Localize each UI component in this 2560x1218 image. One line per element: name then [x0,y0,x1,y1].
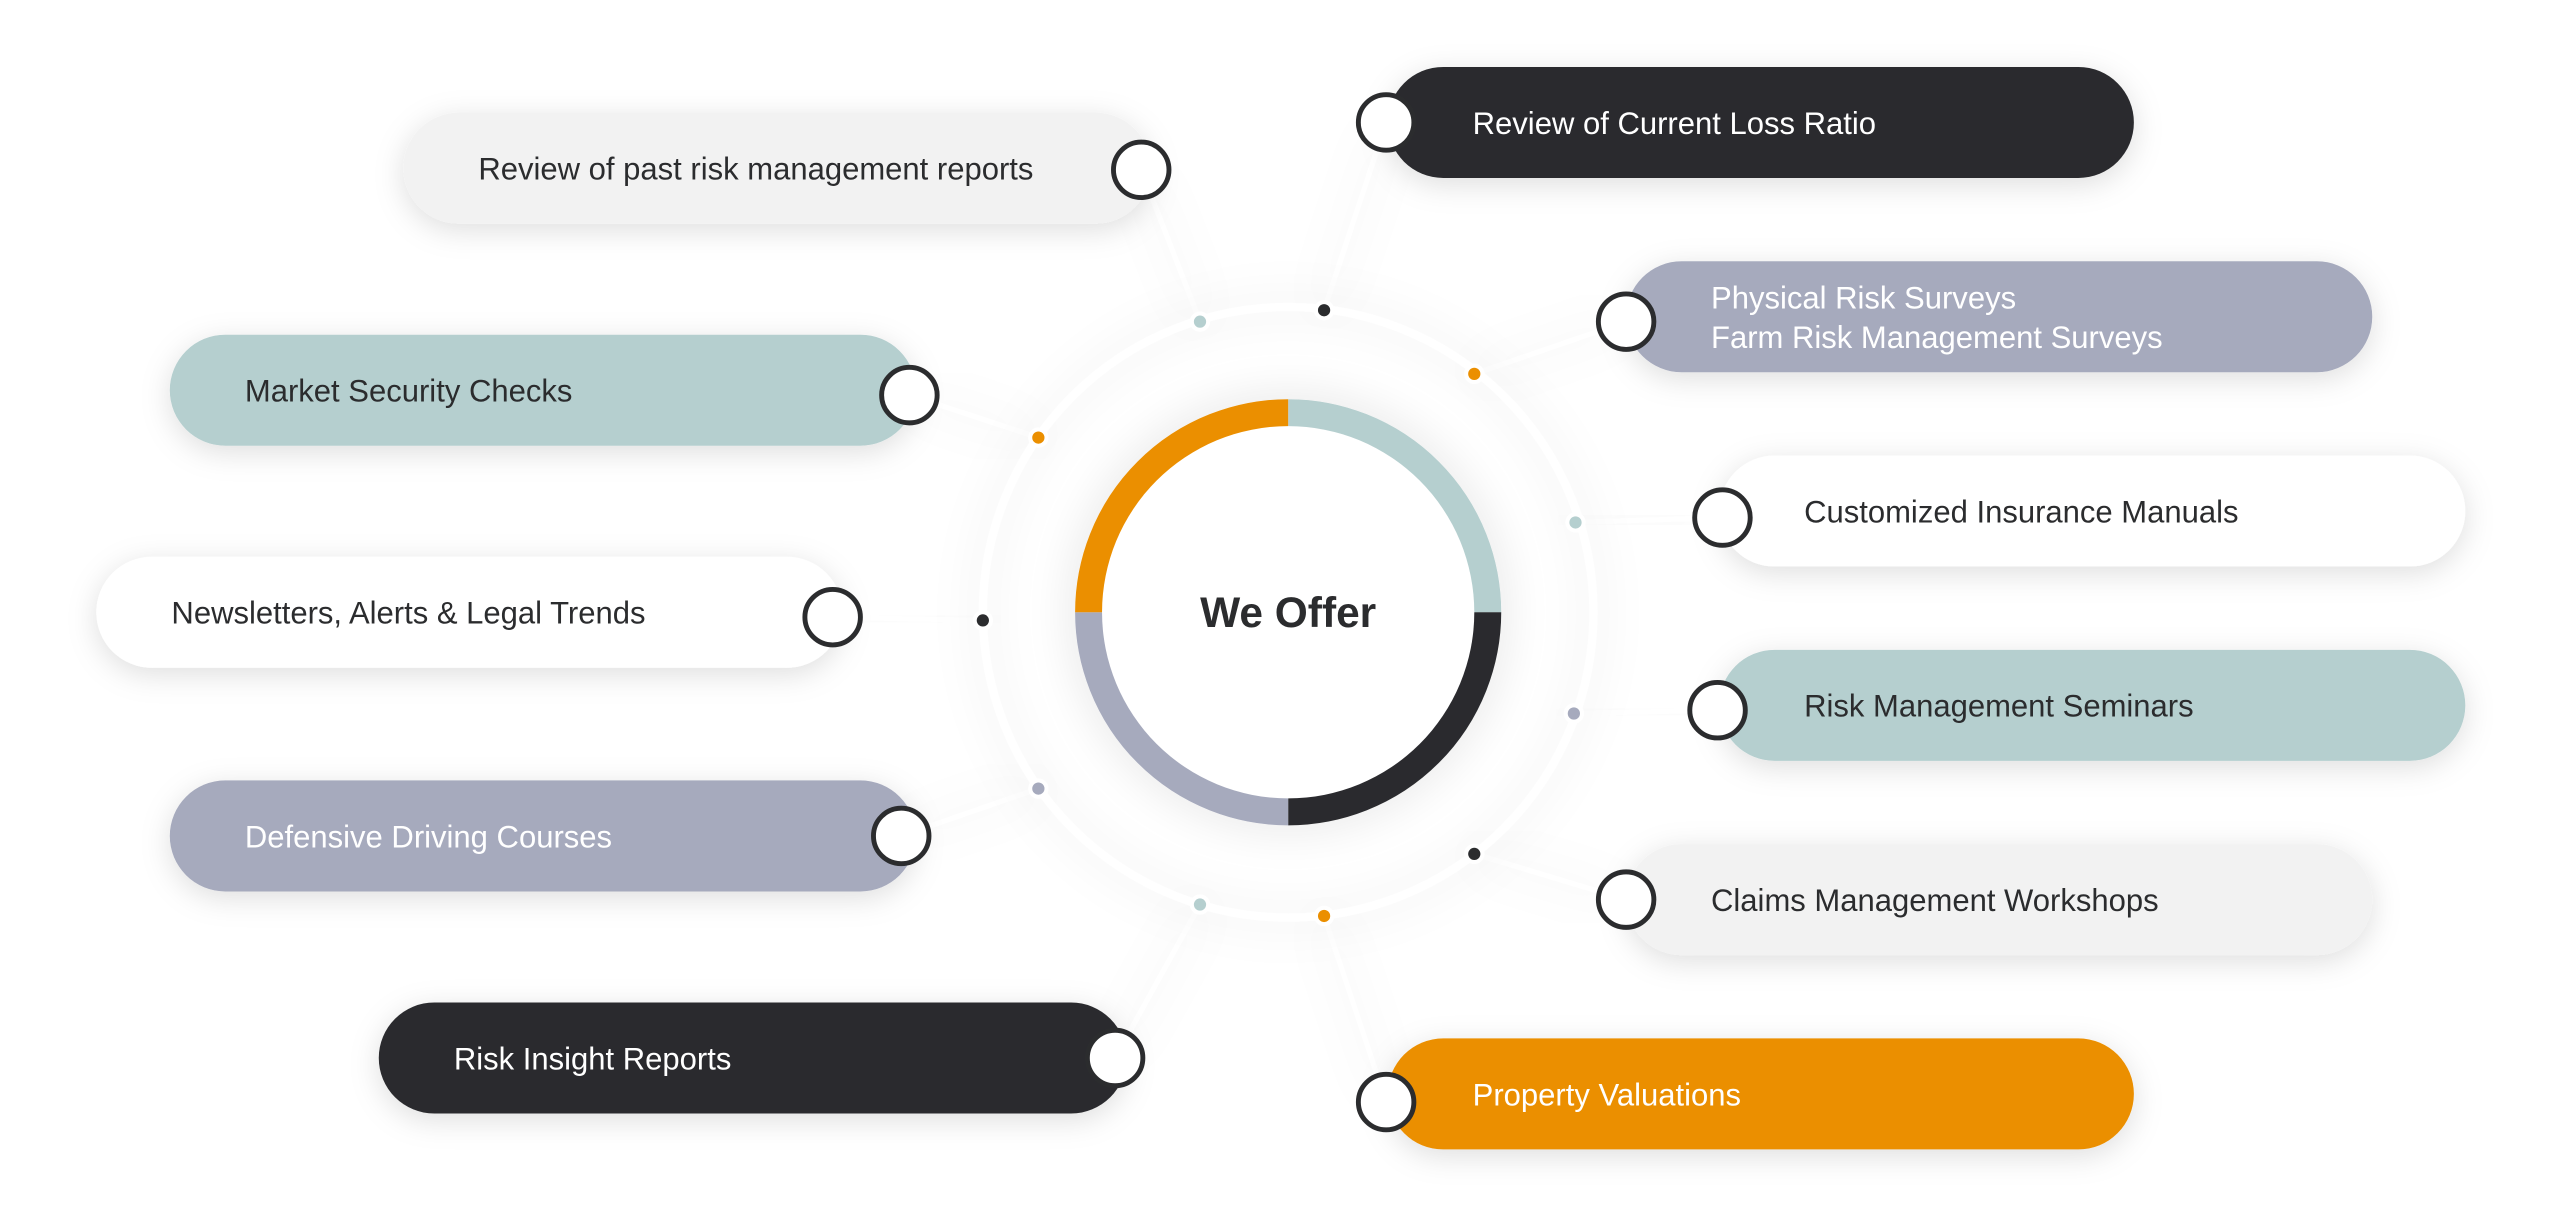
ring-dot [972,610,994,631]
knob-circle-icon[interactable] [1692,487,1753,548]
knob-circle-icon[interactable] [1595,291,1657,352]
offer-items: Review of past risk management reports Re… [96,66,2466,1150]
knob-circle-icon[interactable] [871,805,932,867]
knob-circle-icon[interactable] [1595,869,1657,930]
ring-dot [1189,311,1211,332]
knob-circle-icon[interactable] [802,586,863,648]
knob-circle-icon[interactable] [1111,139,1172,201]
offer-item[interactable]: Defensive Driving Courses [169,780,932,892]
donut-segment-dark [1288,612,1502,826]
donut-segment-teal [1288,399,1502,613]
offer-item-label: Property Valuations [1473,1077,1741,1112]
offer-item-label: Risk Insight Reports [454,1041,732,1076]
offer-item-label: Claims Management Workshops [1711,883,2159,918]
knob-circle-icon[interactable] [1687,680,1748,741]
offer-item[interactable]: Review of Current Loss Ratio [1355,66,2134,178]
offer-item-label: Newsletters, Alerts & Legal Trends [171,596,645,631]
ring-dot [1464,843,1485,865]
offer-pill[interactable] [1719,455,2466,567]
offer-item[interactable]: Risk Management Seminars [1687,649,2466,761]
offer-item[interactable]: Review of past risk management reports [403,112,1172,224]
ring-dot [1563,703,1585,724]
offer-item-label: Farm Risk Management Surveys [1711,320,2163,355]
offer-item-label: Physical Risk Surveys [1711,281,2016,316]
offer-item-label: Review of past risk management reports [478,152,1033,187]
offer-item[interactable]: Claims Management Workshops [1595,844,2373,956]
connector-line [1321,915,1389,1103]
offer-item[interactable]: Market Security Checks [169,334,940,446]
offer-pill[interactable] [1387,1038,2134,1150]
offer-item[interactable]: Property Valuations [1355,1038,2134,1150]
ring-dots [972,300,1586,927]
center-donut [1075,399,1502,826]
offer-item[interactable]: Customized Insurance Manuals [1692,455,2466,567]
ring-dot [1028,778,1049,799]
offer-item-label: Market Security Checks [245,374,572,409]
connector-line [1321,121,1389,311]
knob-circle-icon[interactable] [1084,1027,1146,1089]
offer-item-label: Risk Management Seminars [1804,689,2194,724]
knob-circle-icon[interactable] [1355,92,1417,153]
offer-pill[interactable] [96,556,843,668]
offer-pill[interactable] [1626,261,2373,373]
knob-circle-icon[interactable] [879,364,940,426]
center-circle [1102,426,1475,799]
offer-item[interactable]: Newsletters, Alerts & Legal Trends [96,556,863,668]
donut-segment-slate [1075,612,1289,826]
offer-item-label: Defensive Driving Courses [245,819,612,854]
offer-pill[interactable] [1719,649,2466,761]
offer-pill[interactable] [1387,66,2134,178]
offer-item-label: Customized Insurance Manuals [1804,494,2238,529]
offer-pill[interactable] [169,334,916,446]
ring-dot [1028,427,1049,448]
center-title: We Offer [1200,589,1376,636]
offer-pill[interactable] [169,780,916,892]
ring-dot [1313,905,1335,927]
ring-dot [1464,363,1485,385]
offer-item-label: Review of Current Loss Ratio [1473,106,1876,141]
knob-circle-icon[interactable] [1355,1071,1417,1133]
offer-pill[interactable] [1626,844,2373,956]
ring-dot [1313,300,1335,321]
offer-pill[interactable] [403,112,1152,224]
offer-item[interactable]: Risk Insight Reports [378,1002,1146,1114]
ring-dot [1189,894,1211,915]
offer-pill[interactable] [378,1002,1127,1114]
donut-segment-orange [1075,399,1289,613]
ring-dot [1565,512,1586,533]
